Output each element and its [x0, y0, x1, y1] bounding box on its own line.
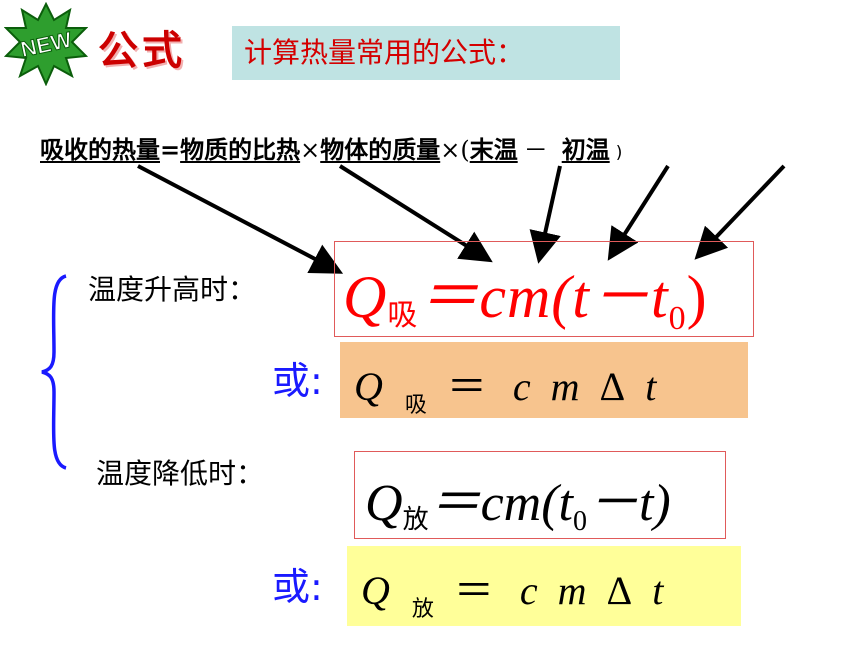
heating-q-sub: 吸: [387, 298, 419, 333]
word-equation: 吸收的热量=物质的比热×物体的质量×(末温－ 初温): [40, 130, 622, 165]
heating-short-eq: ＝: [446, 364, 487, 409]
term-mass: 物体的质量: [320, 136, 441, 164]
arrow-heat: [137, 164, 344, 274]
heating-rhs-a: ＝cm(t－t: [418, 264, 669, 330]
cooling-formula: Q放＝cm(t0－t): [365, 460, 671, 538]
cooling-or-label: 或:: [272, 565, 323, 609]
heating-q: Q: [343, 264, 388, 330]
term-final-temp: 末温: [469, 136, 518, 164]
cooling-short-t: t: [652, 568, 664, 613]
cooling-rhs-b: －t): [586, 475, 671, 532]
heating-short-t: t: [645, 364, 657, 409]
cooling-t0-sub: 0: [572, 506, 587, 537]
term-times-1: ×: [300, 136, 321, 164]
cooling-label: 温度降低时：: [96, 457, 265, 490]
cooling-short-eq: ＝: [453, 568, 494, 613]
term-heat-absorbed: 吸收的热量: [40, 136, 160, 164]
page-title: 公式: [98, 28, 186, 74]
cooling-short-rhs: c m: [519, 568, 587, 613]
term-specific-heat: 物质的比热: [180, 136, 301, 164]
heating-formula: Q吸＝cm(t－t0): [343, 248, 708, 338]
heating-formula-box: Q吸＝cm(t－t0): [334, 241, 754, 337]
heating-rhs-b: ): [686, 264, 708, 330]
heating-short-sub: 吸: [404, 393, 427, 418]
term-close-paren: ): [615, 143, 623, 163]
new-badge-icon: NEW: [4, 2, 88, 86]
heating-t0-sub: 0: [668, 300, 687, 337]
heating-short-rhs: c m: [512, 364, 580, 409]
term-initial-temp: 初温: [561, 136, 610, 164]
cooling-q-sub: 放: [402, 505, 429, 535]
heating-label: 温度升高时：: [88, 273, 257, 306]
term-equals: =: [160, 136, 181, 164]
cooling-formula-box: Q放＝cm(t0－t): [354, 451, 726, 539]
heating-short-delta: Δ: [599, 364, 626, 409]
cooling-short-delta: Δ: [606, 568, 633, 613]
subtitle-banner: 计算热量常用的公式：: [232, 26, 620, 80]
heating-or-label: 或:: [272, 359, 323, 403]
cooling-short-sub: 放: [411, 597, 434, 622]
term-times-2: ×(: [440, 136, 470, 164]
left-brace-icon: [41, 274, 67, 470]
cooling-q: Q: [365, 475, 403, 532]
cooling-rhs-a: ＝cm(t: [428, 475, 573, 532]
cooling-short-q: Q: [361, 568, 390, 613]
heating-short-q: Q: [354, 364, 383, 409]
term-minus: －: [523, 136, 548, 164]
